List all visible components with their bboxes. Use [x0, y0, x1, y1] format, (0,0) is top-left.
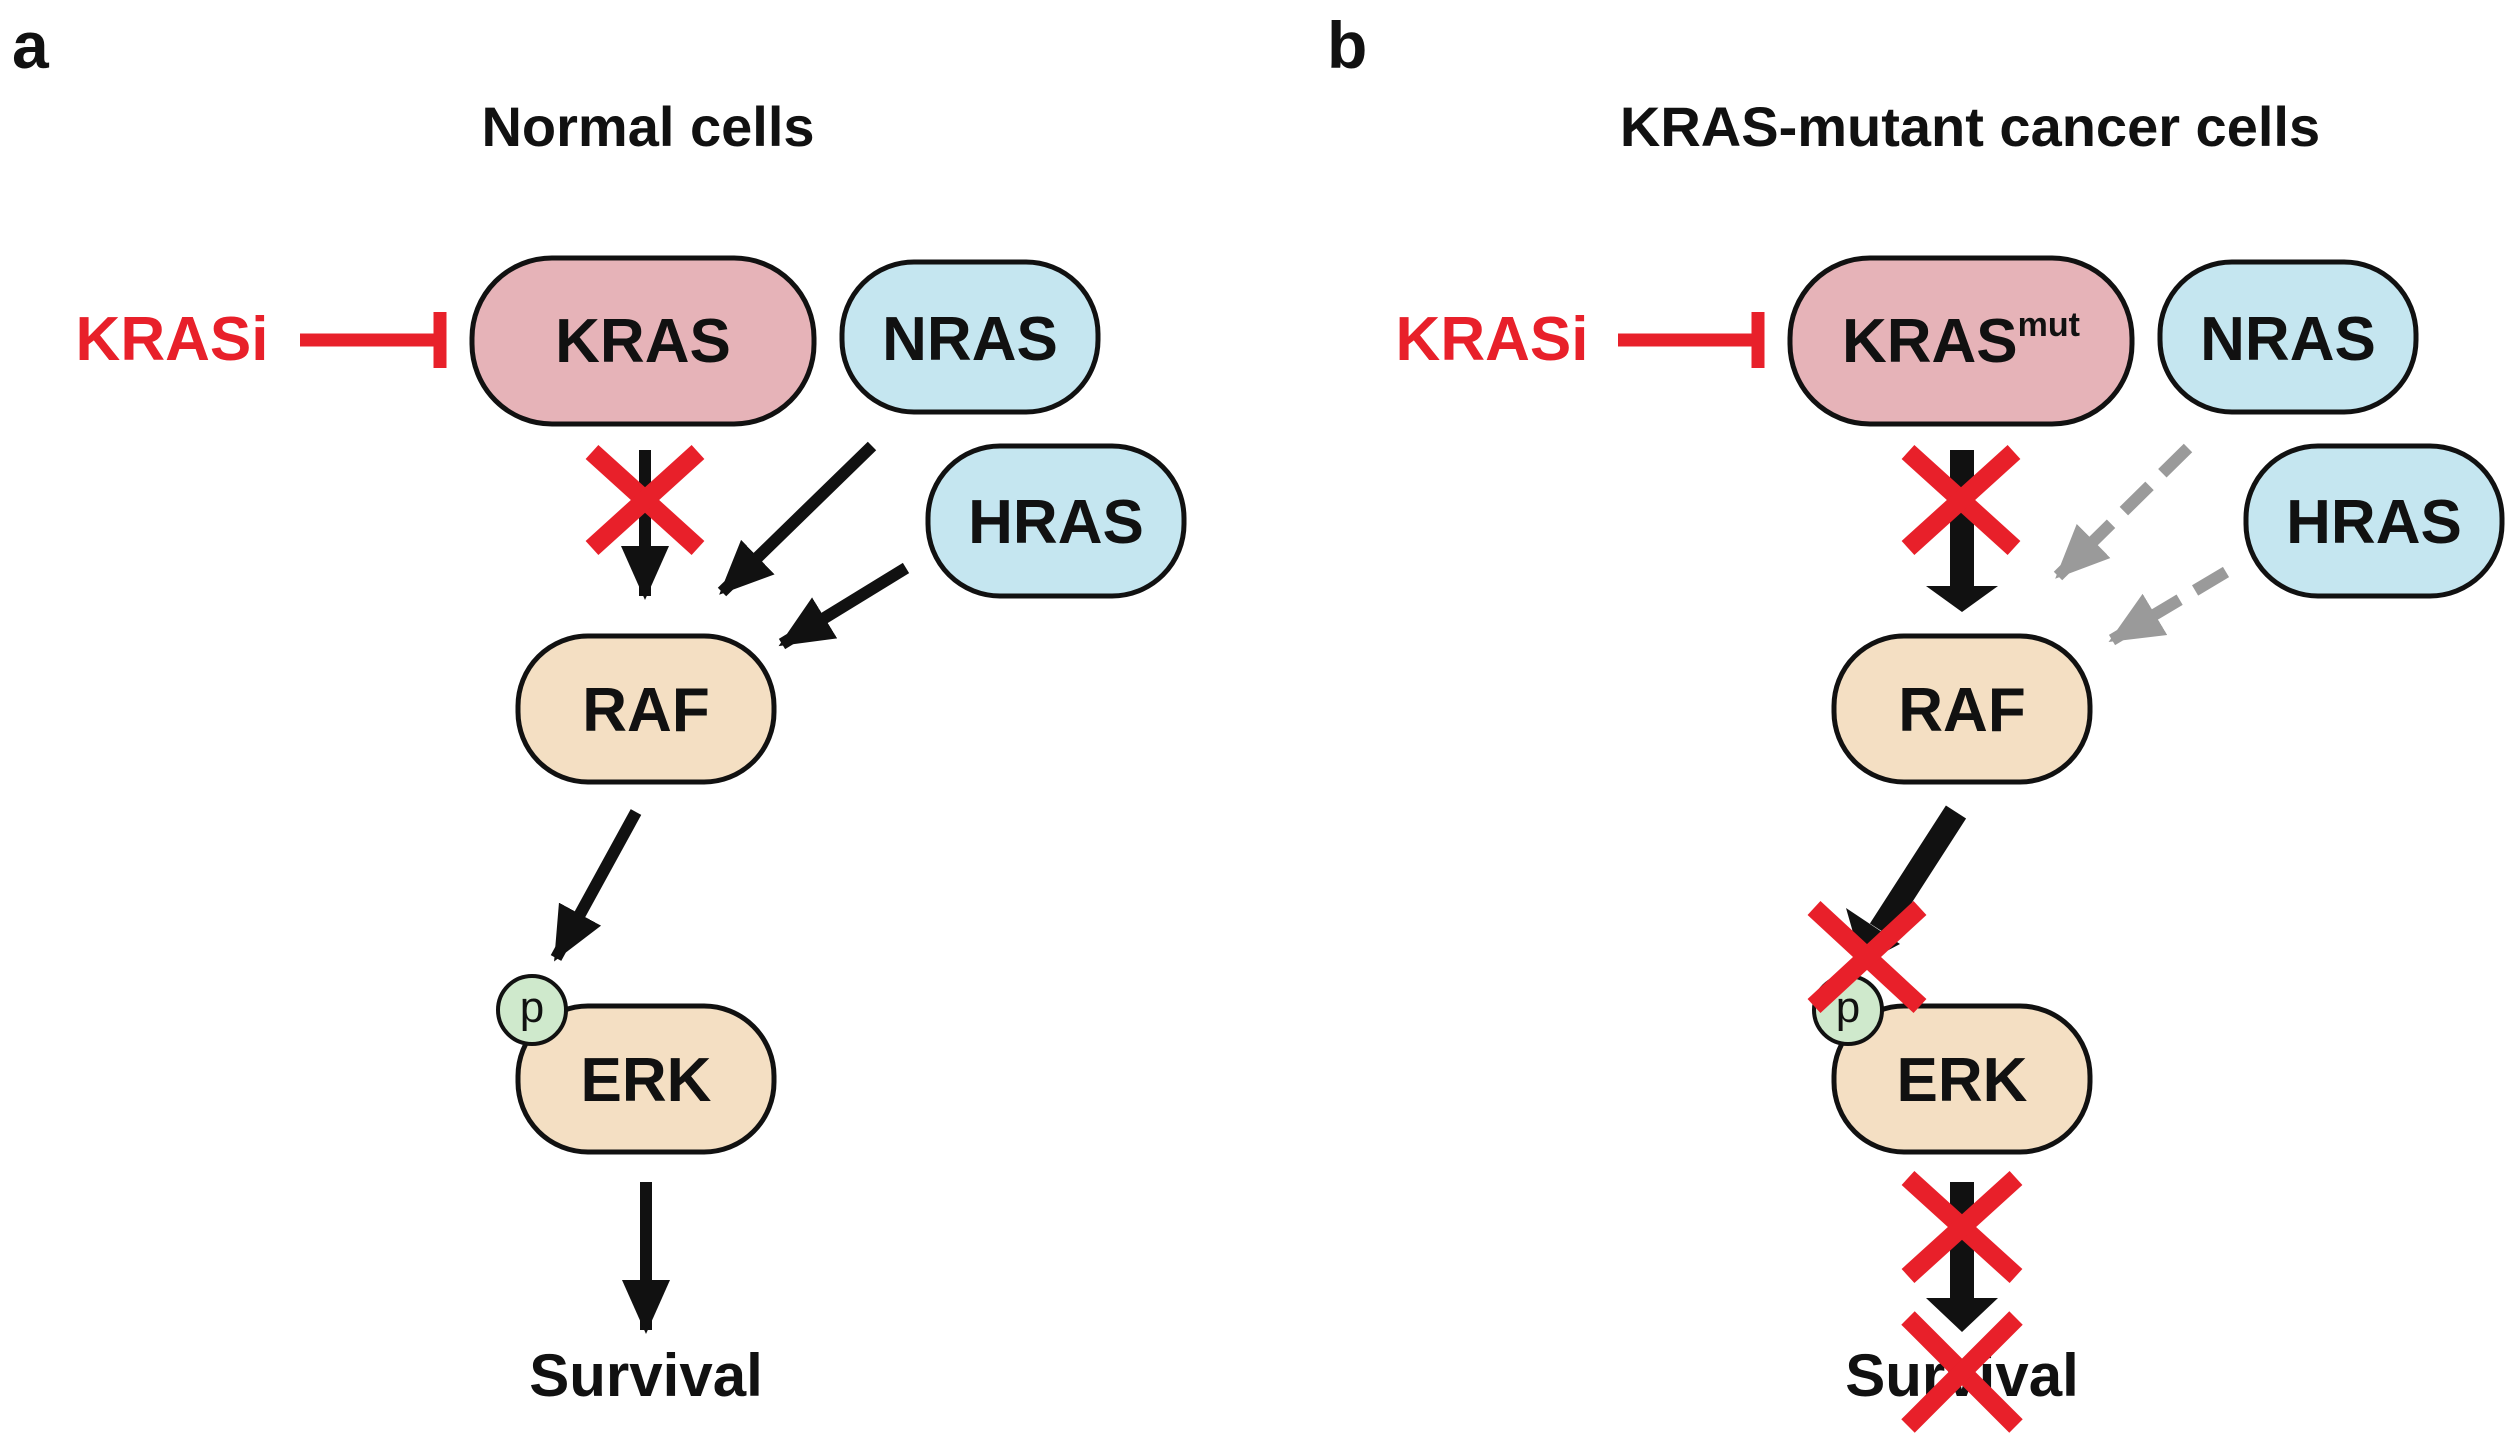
krasi-label-b: KRASi	[1396, 305, 1589, 374]
arrow-hras-raf-a	[778, 562, 910, 650]
nras-label-b: NRAS	[2200, 305, 2376, 374]
nras-node-b: NRAS	[2157, 259, 2419, 415]
block-cross-raf-erk-b	[1807, 901, 1927, 1013]
nras-node-a: NRAS	[839, 259, 1101, 415]
phospho-marker-a: p	[496, 974, 568, 1046]
block-cross-erk-survival-b	[1901, 1170, 2023, 1284]
arrow-raf-erk-b-shaft	[1869, 805, 1967, 937]
arrow-raf-erk-a	[550, 809, 642, 962]
kras-mut-label-b: KRASmut	[1842, 306, 2080, 376]
arrow-hras-raf-b-weak	[2108, 566, 2230, 646]
raf-label-b: RAF	[1898, 676, 2025, 745]
kras-mut-superscript-b: mut	[2018, 306, 2080, 344]
panel-title-a: Normal cells	[481, 95, 814, 158]
erk-label-a: ERK	[581, 1046, 712, 1115]
kras-label-a: KRAS	[555, 307, 731, 376]
hras-node-a: HRAS	[925, 443, 1187, 599]
panel-letter-a: a	[12, 8, 50, 82]
nras-label-a: NRAS	[882, 305, 1058, 374]
raf-label-a: RAF	[582, 676, 709, 745]
erk-node-a: ERK	[515, 1003, 777, 1155]
panel-b: b KRAS-mutant cancer cells KRASi KRASmut…	[1327, 8, 2505, 1433]
survival-label-a: Survival	[529, 1342, 762, 1409]
krasi-label-a: KRASi	[76, 305, 269, 374]
kras-node-a: KRAS	[469, 255, 817, 427]
panel-a: a Normal cells KRASi KRAS NRAS HRAS RAF …	[12, 8, 1187, 1409]
block-cross-kras-raf-b	[1901, 444, 2021, 556]
raf-node-b: RAF	[1831, 633, 2093, 785]
raf-node-a: RAF	[515, 633, 777, 785]
arrow-nras-raf-a	[717, 441, 877, 597]
panel-letter-b: b	[1327, 8, 1367, 82]
kras-label-b: KRAS	[1842, 307, 2018, 376]
arrow-erk-survival-b-head	[1926, 1298, 1998, 1332]
panel-title-b: KRAS-mutant cancer cells	[1620, 95, 2320, 158]
arrow-nras-raf-b-weak	[2053, 443, 2193, 581]
erk-node-b: ERK	[1831, 1003, 2093, 1155]
kras-mut-node-b: KRASmut	[1787, 255, 2135, 427]
hras-label-a: HRAS	[968, 488, 1144, 557]
block-cross-survival-b	[1901, 1311, 2023, 1433]
hras-label-b: HRAS	[2286, 488, 2462, 557]
phospho-label-a: p	[520, 983, 544, 1032]
block-cross-kras-raf-a	[585, 444, 705, 556]
arrow-kras-raf-b-head	[1926, 586, 1998, 612]
erk-label-b: ERK	[1897, 1046, 2028, 1115]
hras-node-b: HRAS	[2243, 443, 2505, 599]
